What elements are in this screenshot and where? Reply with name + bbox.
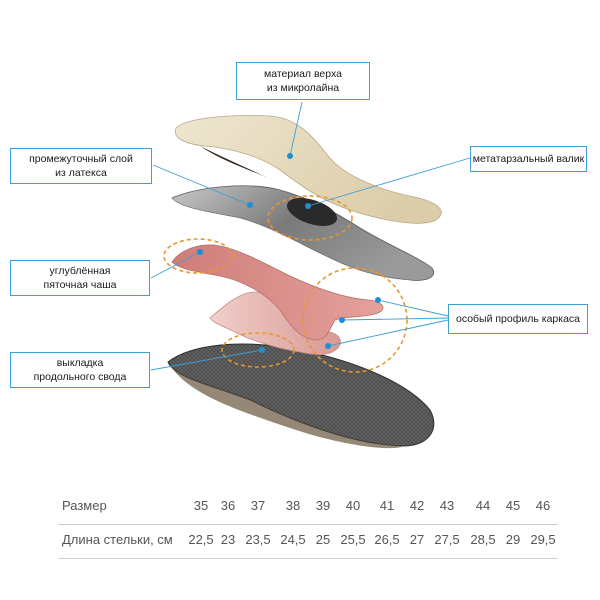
size-cell: 45 [505,498,521,513]
size-row: Размер 35 36 37 38 39 40 41 42 43 44 45 46 [58,490,558,524]
metatarsal-pad [286,198,338,226]
length-cell: 29 [505,532,521,547]
heel-cup-layer [171,244,384,341]
callout-metatarsal: метатарзальный валик [470,146,587,172]
callout-frame-profile: особый профиль каркаса [448,304,588,334]
callout-top-material: материал верха из микролайна [236,62,370,100]
top-material-layer [174,115,442,224]
callout-latex-layer: промежуточный слой из латекса [10,148,152,184]
size-cell: 35 [193,498,209,513]
length-row: Длина стельки, см 22,5 23 23,5 24,5 25 25,5 26… [58,524,558,558]
size-cell: 46 [535,498,551,513]
callout-latex-line2: из латекса [55,167,107,179]
length-cell: 24,5 [280,532,306,547]
callout-arch-line2: продольного свода [33,371,127,383]
size-cell: 36 [220,498,236,513]
length-cell: 27,5 [434,532,460,547]
callout-frame-line1: особый профиль каркаса [455,313,581,325]
arch-dashed-circle [221,332,295,368]
callout-metatarsal-line1: метатарзальный валик [472,153,585,165]
marker-dots [197,153,381,353]
dot-metatarsal [305,203,311,209]
length-cell: 22,5 [188,532,214,547]
dot-arch [259,347,265,353]
table-bottom-line [58,558,558,559]
dot-heel [197,249,203,255]
leader-top-material [289,101,303,157]
callout-heel-cup: углублённая пяточная чаша [10,260,150,296]
insole-layers-svg [150,101,471,449]
callout-top-material-line1: материал верха [264,68,342,80]
size-cell: 40 [345,498,361,513]
callout-heel-line2: пяточная чаша [43,279,117,291]
frame-dashed-circle [302,267,408,373]
leader-frame-1 [377,299,449,317]
callout-arch-line1: выкладка [56,357,104,369]
latex-layer-edge [172,198,410,283]
size-row-label: Размер [62,498,107,513]
leader-frame-2 [341,317,449,321]
length-cell: 27 [409,532,425,547]
leader-arch [150,349,263,371]
heel-dashed-circle [163,238,233,274]
table-divider [58,524,558,525]
leader-lines [150,101,471,371]
size-cell: 37 [250,498,266,513]
length-cell: 29,5 [530,532,556,547]
size-cell: 41 [379,498,395,513]
leader-latex [152,164,251,206]
dot-latex [247,202,253,208]
metatarsal-dashed-circle [267,195,353,241]
length-cell: 25 [315,532,331,547]
dot-frame-1 [375,297,381,303]
length-cell: 26,5 [374,532,400,547]
callout-heel-line1: углублённая [49,265,111,277]
size-cell: 44 [475,498,491,513]
insole-layers-diagram: материал верха из микролайна промежуточн… [10,62,588,449]
dot-frame-2 [339,317,345,323]
callout-top-material-line2: из микролайна [266,82,340,94]
length-cell: 28,5 [470,532,496,547]
size-cell: 39 [315,498,331,513]
dot-frame-3 [325,343,331,349]
length-cell: 25,5 [340,532,366,547]
leader-frame-3 [327,319,449,347]
top-material-shadow [200,146,268,178]
length-cell: 23 [220,532,236,547]
length-row-label: Длина стельки, см [62,532,173,547]
callout-latex-line1: промежуточный слой [29,153,133,165]
callout-arch-support: выкладка продольного свода [10,352,150,388]
leader-heel [150,251,201,279]
size-table: Размер 35 36 37 38 39 40 41 42 43 44 45 46 Длина ст… [58,490,558,559]
dot-top-material [287,153,293,159]
size-cell: 38 [285,498,301,513]
size-cell: 42 [409,498,425,513]
leader-metatarsal [307,157,471,207]
length-cell: 23,5 [245,532,271,547]
size-cell: 43 [439,498,455,513]
